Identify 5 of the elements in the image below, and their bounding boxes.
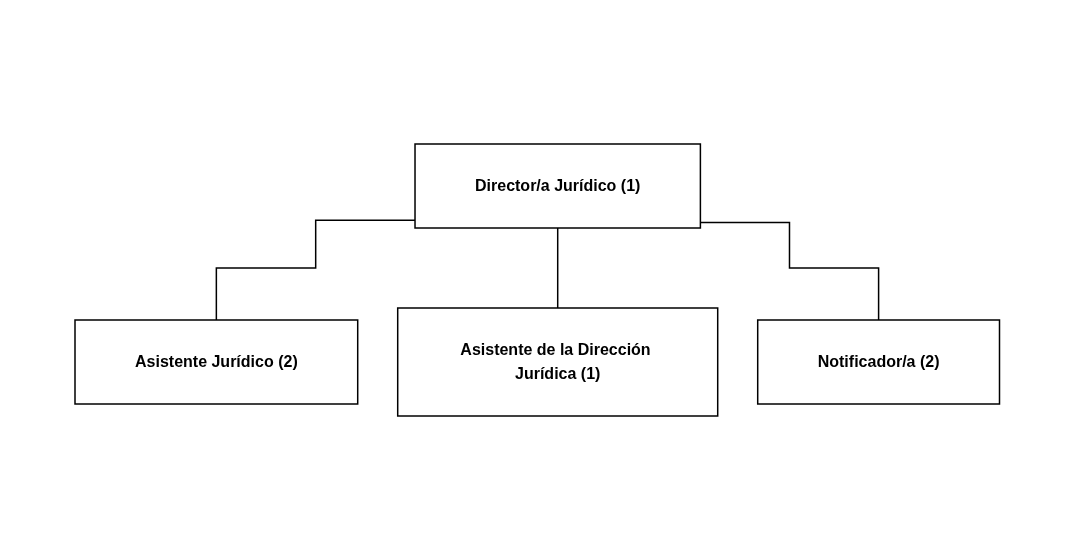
node-box: Notificador/a (2) [756,319,1000,405]
node-box: Asistente de la Dirección Jurídica (1) [396,307,719,417]
connector [556,227,559,309]
node-box: Director/a Jurídico (1) [414,143,701,229]
node-box: Asistente Jurídico (2) [74,319,359,405]
